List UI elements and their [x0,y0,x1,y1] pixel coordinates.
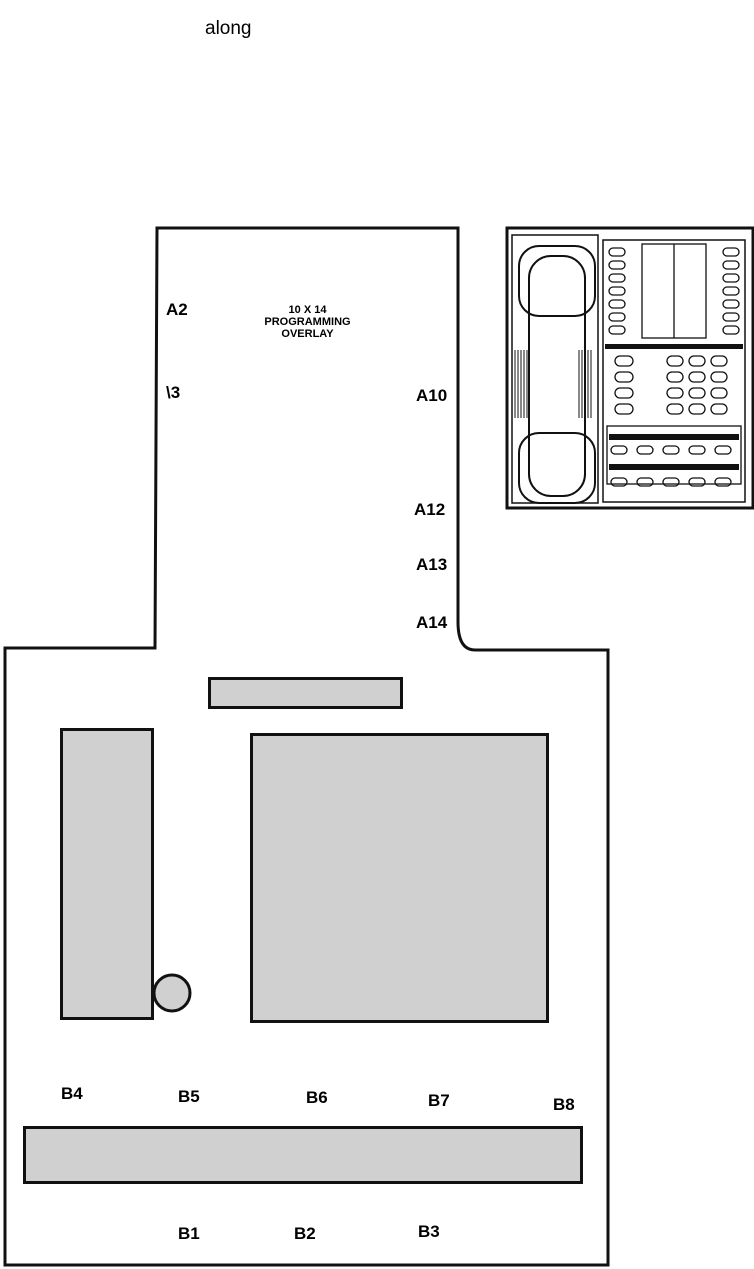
overlay-title-line-2: PROGRAMMING [264,316,351,328]
label-a12: A12 [414,500,446,519]
label-a14: A14 [416,613,448,632]
label-a10: A10 [416,386,448,405]
label-b3: B3 [418,1222,440,1241]
overlay-title-line-3: OVERLAY [281,328,334,340]
circle-cutout [152,973,192,1013]
overlay-title-line-1: 10 X 14 [288,304,327,316]
bottom-bar-cutout [23,1126,583,1184]
label-b5: B5 [178,1087,200,1106]
overlay-outline [3,226,610,1267]
label-b2: B2 [294,1224,316,1243]
label-b6: B6 [306,1088,328,1107]
left-column-cutout [60,728,154,1020]
top-text: along [205,18,252,39]
label-b7: B7 [428,1091,450,1110]
label-a3: \3 [166,383,181,402]
label-b4: B4 [61,1084,83,1103]
label-b1: B1 [178,1224,200,1243]
label-a13: A13 [416,555,448,574]
telephone-icon [505,226,754,510]
square-cutout [250,733,549,1023]
label-b8: B8 [553,1095,575,1114]
top-bar-cutout [208,677,403,709]
overlay-title: 10 X 14 PROGRAMMING OVERLAY [250,304,365,340]
label-a2: A2 [166,300,188,319]
